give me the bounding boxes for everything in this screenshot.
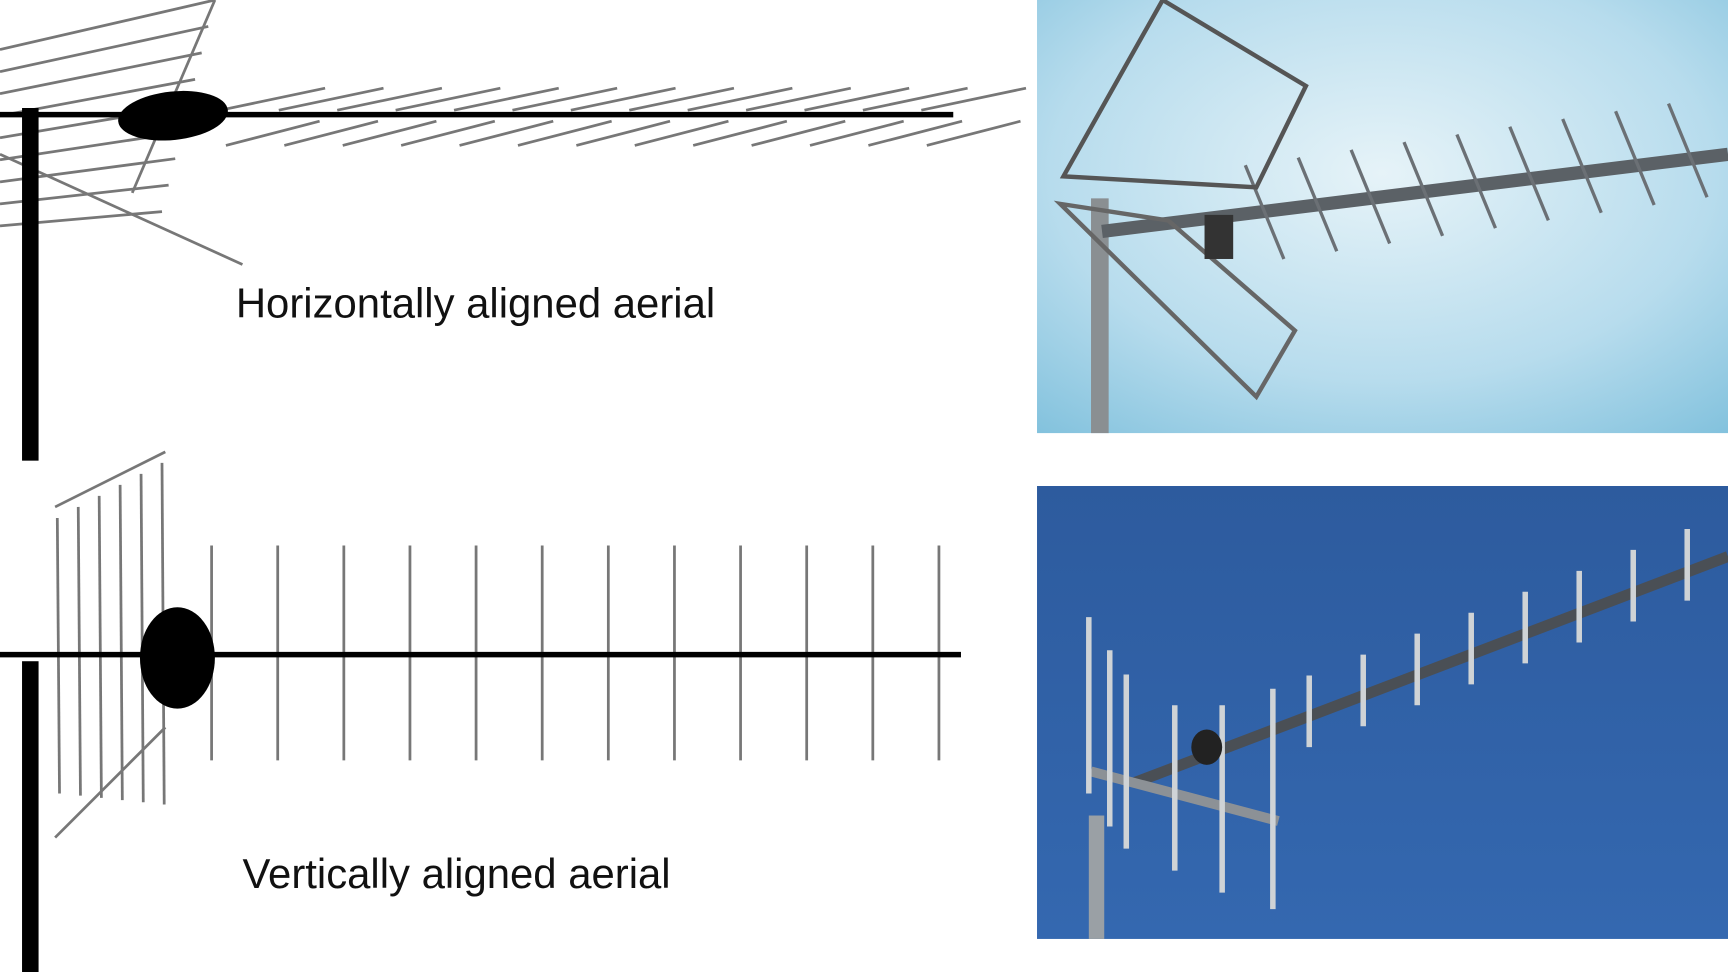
horizontal-element (692, 119, 788, 147)
horizontal-element (283, 119, 379, 147)
reflector-rod (118, 484, 124, 801)
photo-element (1243, 164, 1286, 260)
horizontal-element (751, 119, 846, 147)
reflector-rod (97, 495, 103, 798)
horizontal-element (745, 86, 852, 112)
horizontal-element (336, 86, 443, 112)
vertical-aerial-drawing: Vertically aligned aerial (0, 450, 961, 972)
horizontal-element (570, 86, 676, 112)
horizontal-element (225, 119, 320, 147)
horizontal-element (687, 86, 793, 112)
horizontal-elements (220, 86, 1027, 147)
vertical-balun (139, 607, 215, 709)
horizontal-element (512, 86, 618, 112)
reflector-rod (0, 51, 202, 96)
horizontal-caption: Horizontally aligned aerial (236, 279, 715, 326)
horizontal-element (453, 86, 560, 112)
horizontal-aerial-photo (1037, 0, 1728, 434)
photo-element (1349, 149, 1392, 245)
reflector-frame (0, 153, 244, 266)
horizontal-element (400, 119, 496, 147)
horizontal-element (459, 119, 554, 147)
horizontal-element (921, 86, 1027, 112)
horizontal-element (220, 86, 326, 112)
photo-element (1666, 102, 1709, 198)
reflector-rod (0, 25, 209, 73)
horizontal-element (804, 86, 910, 112)
reflector-rod (0, 0, 216, 51)
horizontal-element (395, 86, 501, 112)
horizontal-balun (118, 90, 228, 141)
photo-element (1296, 156, 1339, 252)
photo-element (1561, 118, 1603, 214)
horizontal-element (809, 119, 905, 147)
horizontal-element (342, 119, 437, 147)
reflector-frame (54, 726, 167, 839)
photo-element (1455, 133, 1497, 229)
reflector-frame (54, 450, 166, 509)
horizontal-element (278, 86, 384, 112)
photo-element (1614, 110, 1656, 206)
horizontal-element (576, 119, 671, 147)
horizontal-element (628, 86, 735, 112)
vertical-mast (22, 661, 39, 972)
reflector-rod (139, 473, 145, 803)
horizontal-element (517, 119, 612, 147)
photo-element (1402, 141, 1445, 237)
horizontal-element (868, 119, 963, 147)
horizontal-mast (22, 108, 39, 461)
reflector-rod (76, 506, 82, 796)
horizontal-element (634, 119, 729, 147)
vertical-aerial-photo (1037, 486, 1728, 939)
photo-element (1508, 126, 1550, 222)
vertical-caption: Vertically aligned aerial (242, 850, 670, 897)
horizontal-element (926, 119, 1021, 147)
vertical-reflector-grid (54, 450, 167, 839)
horizontal-aerial-drawing: Horizontally aligned aerial (0, 0, 1027, 461)
horizontal-element (862, 86, 968, 112)
